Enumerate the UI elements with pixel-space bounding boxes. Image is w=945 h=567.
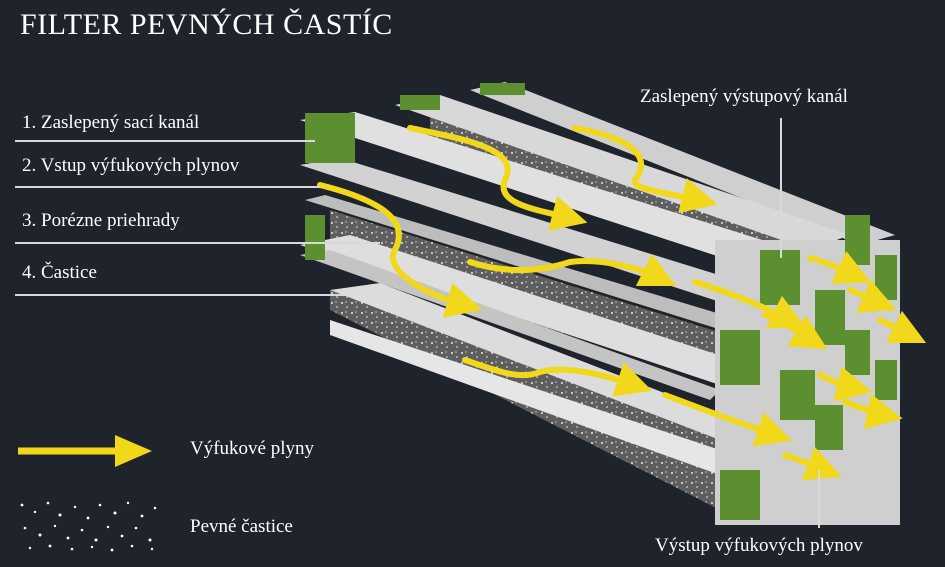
- plug: [720, 470, 760, 520]
- plug: [875, 360, 897, 400]
- flow-arrow: [462, 357, 653, 397]
- legend-gas-arrow: [18, 435, 152, 467]
- flow-arrow: [807, 251, 872, 284]
- plug: [815, 290, 845, 345]
- label-blocked-outlet: Zaslepený výstupový kanál: [640, 86, 848, 107]
- flow-arrow: [877, 310, 927, 344]
- flow-arrow: [847, 279, 897, 313]
- leader-line-vertical: [780, 118, 782, 258]
- plug: [815, 405, 843, 450]
- flow-arrow: [662, 392, 793, 447]
- leader-line: [15, 186, 320, 188]
- channel-wall: [330, 283, 760, 440]
- channel-wall: [330, 320, 720, 475]
- filter-block: [300, 82, 900, 525]
- channel-wall: [395, 95, 850, 250]
- label-blocked-inlet: 1. Zaslepený sací kanál: [22, 112, 200, 133]
- gas-flow-arrows: [317, 125, 927, 481]
- plug: [845, 330, 870, 375]
- flow-arrow: [692, 279, 807, 329]
- inlet-plug: [480, 83, 525, 95]
- flow-arrow: [407, 125, 588, 231]
- leader-line: [15, 294, 350, 296]
- legend-particles-icon: [15, 498, 165, 553]
- flow-arrow: [842, 393, 903, 430]
- flow-arrow: [317, 182, 483, 318]
- inlet-plug: [305, 215, 325, 260]
- diagram-title: FILTER PEVNÝCH ČASTÍC: [20, 8, 393, 41]
- plug: [720, 330, 760, 385]
- flow-arrow: [762, 312, 828, 350]
- inlet-plug: [305, 113, 355, 163]
- plug: [780, 370, 815, 420]
- plug: [875, 255, 897, 300]
- flow-arrow: [817, 366, 873, 402]
- channel-wall: [300, 235, 780, 390]
- flow-arrow: [572, 125, 718, 214]
- inlet-plug: [400, 95, 440, 110]
- leader-line-vertical: [818, 470, 820, 528]
- flow-arrow: [467, 253, 677, 287]
- channel-wall: [470, 82, 895, 245]
- leader-line: [15, 242, 380, 244]
- plug: [845, 215, 870, 265]
- plug: [760, 250, 800, 305]
- label-porous-walls: 3. Porézne priehrady: [22, 210, 180, 231]
- label-particles: 4. Častice: [22, 262, 97, 283]
- flow-arrow: [782, 446, 842, 481]
- label-gas-outlet: Výstup výfukových plynov: [655, 535, 863, 556]
- leader-line: [15, 140, 315, 142]
- label-gas-inlet: 2. Vstup výfukových plynov: [22, 155, 240, 176]
- channel-wall: [300, 112, 810, 270]
- legend-gas-label: Výfukové plyny: [190, 438, 315, 459]
- legend-particles-label: Pevné častice: [190, 516, 293, 537]
